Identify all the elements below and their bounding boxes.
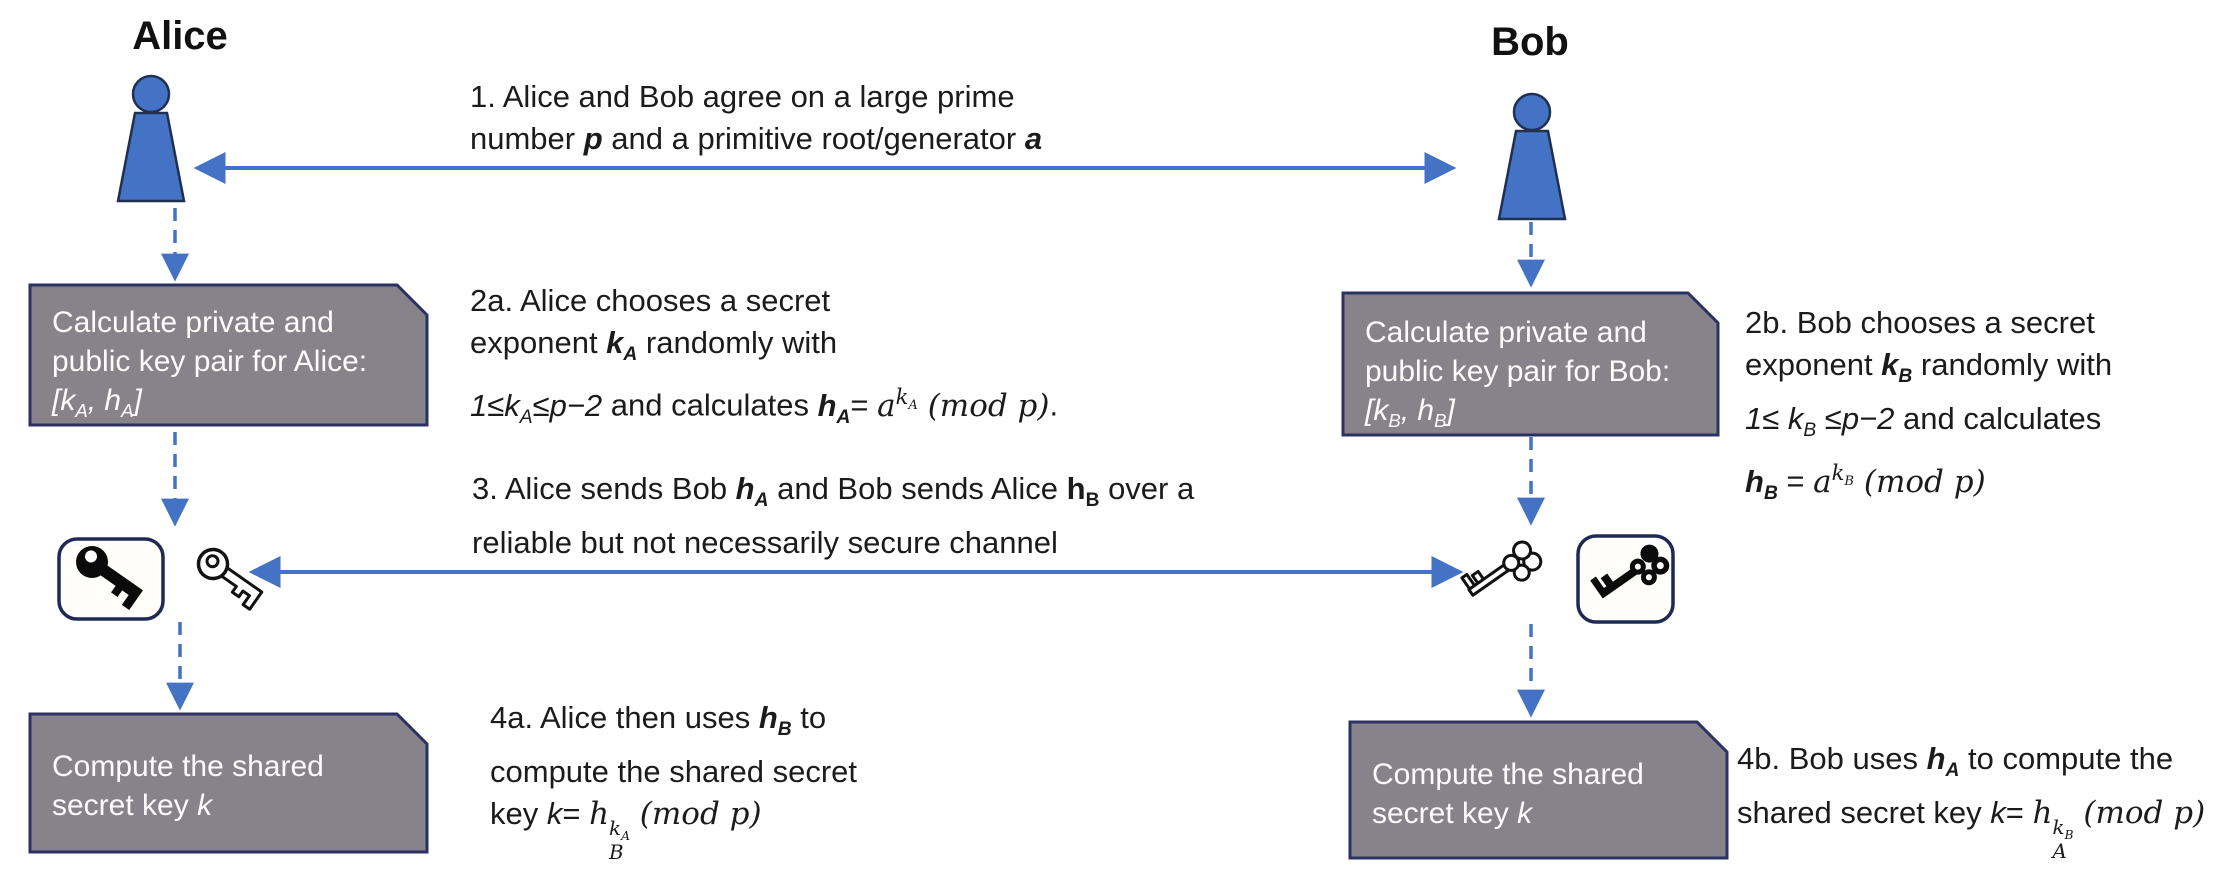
bob-person-icon	[1497, 92, 1567, 221]
alice-private-key-icon	[57, 537, 165, 621]
actor-label-bob: Bob	[1491, 20, 1569, 64]
step3-text: 3. Alice sends Bob hA and Bob sends Alic…	[472, 471, 1195, 561]
alice-public-key-icon	[196, 547, 264, 611]
alice-shared-box	[28, 712, 429, 854]
bob-private-key-icon	[1576, 534, 1675, 624]
bob-keypair-box	[1341, 291, 1720, 437]
bob-shared-box	[1348, 720, 1729, 860]
alice-keypair-box	[28, 283, 429, 427]
actor-label-alice: Alice	[132, 14, 228, 58]
bob-public-key-icon	[1460, 540, 1543, 597]
alice-person-icon	[116, 74, 186, 203]
